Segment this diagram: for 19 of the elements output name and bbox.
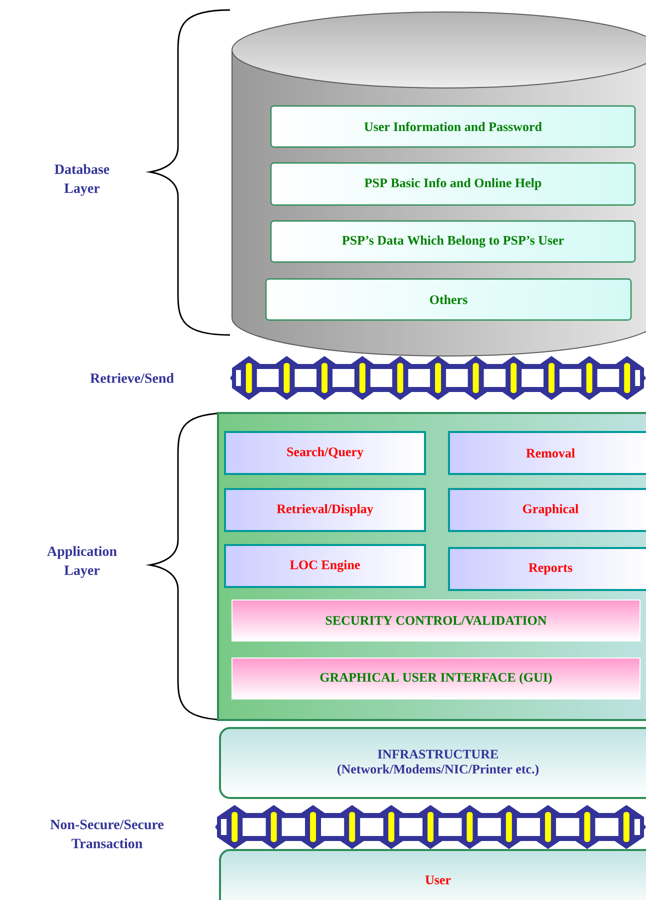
function-box: Reports [448,547,646,591]
function-box: LOC Engine [224,544,426,588]
record-box: PSP Basic Info and Online Help [270,162,636,206]
function-box: Search/Query [224,431,426,475]
layer-label: Non-Secure/Secure Transaction [50,820,164,848]
record-box: User Information and Password [270,105,636,148]
record-box: PSP’s Data Which Belong to PSP’s User [270,220,636,263]
layer-box: User [219,849,646,900]
layer-band: GRAPHICAL USER INTERFACE (GUI) [232,658,640,700]
function-box: Graphical [448,488,646,532]
application-panel [217,412,646,721]
layer-label: Application Layer [47,546,117,578]
layer-box: INFRASTRUCTURE (Network/Modems/NIC/Printer etc.) [219,727,646,799]
layer-label: Retrieve/Send [90,373,174,383]
function-box: Retrieval/Display [224,488,426,532]
record-box: Others [265,278,632,321]
layer-label: Database Layer [54,164,110,196]
function-box: Removal [448,431,646,475]
layer-band: SECURITY CONTROL/VALIDATION [232,600,640,642]
